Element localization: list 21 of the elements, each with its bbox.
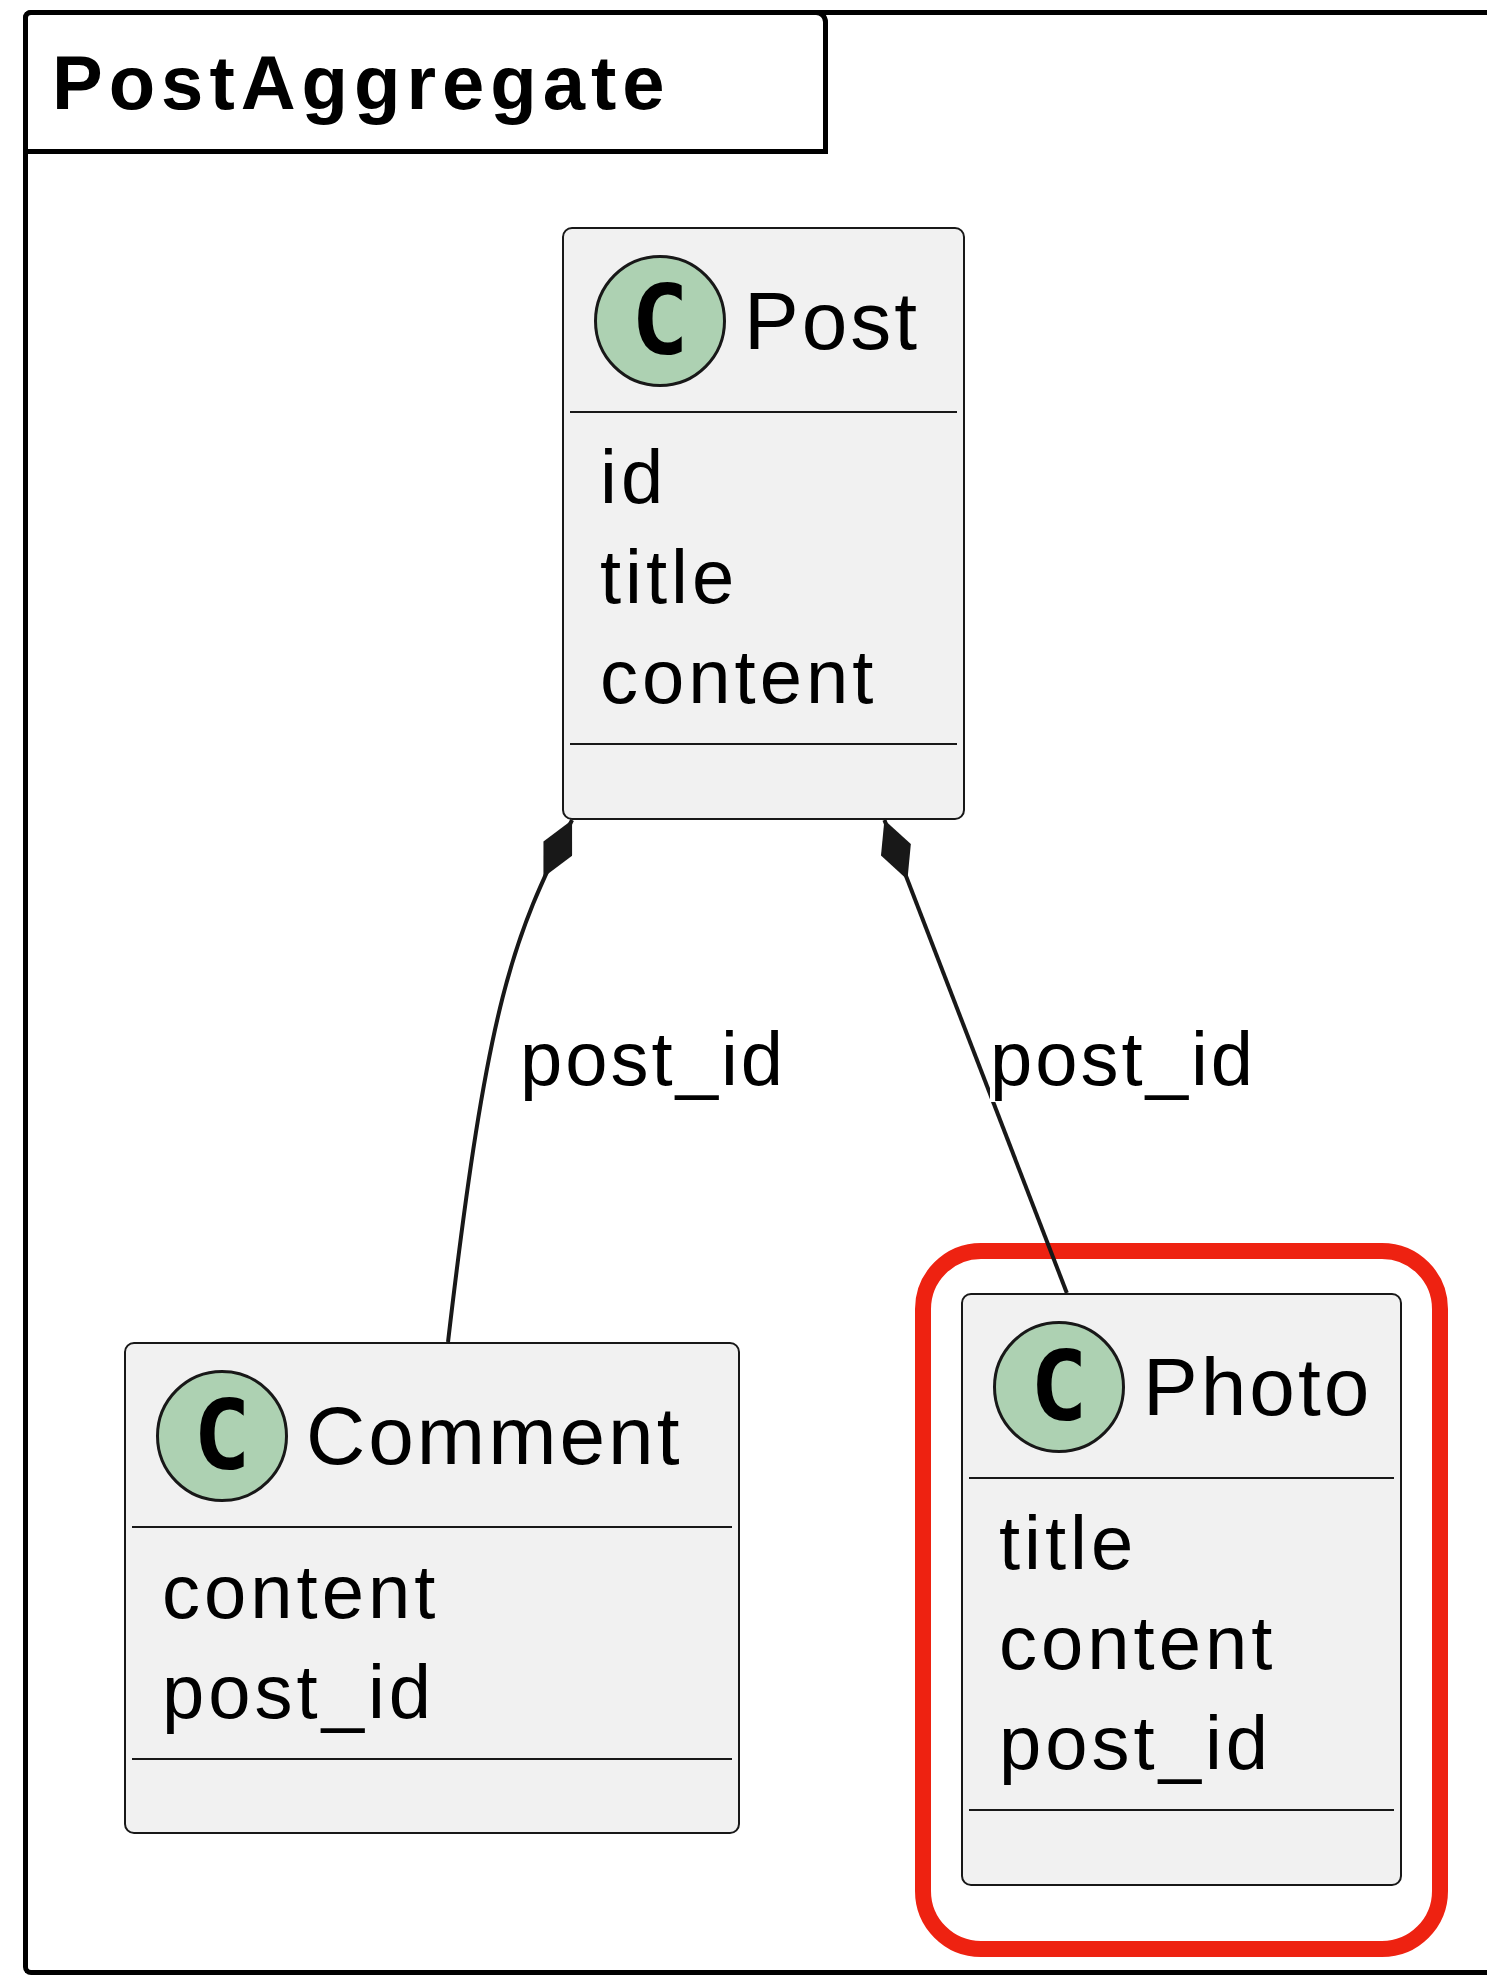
attribute-text: content xyxy=(600,633,879,721)
class-icon: C xyxy=(993,1321,1125,1453)
class-icon: C xyxy=(594,255,726,387)
composition-line xyxy=(881,819,1069,1294)
class-box xyxy=(124,1342,740,1834)
class-box xyxy=(562,227,965,820)
composition-line xyxy=(446,819,574,1343)
attribute-text: post_id xyxy=(162,1648,437,1736)
attribute-text: content xyxy=(999,1599,1278,1687)
attribute-text: content xyxy=(162,1548,441,1636)
class-box xyxy=(961,1293,1402,1886)
package-frame xyxy=(23,10,1487,1975)
class-icon: C xyxy=(156,1370,288,1502)
attribute-text: post_id xyxy=(999,1699,1274,1787)
package-title: PostAggregate xyxy=(52,38,671,126)
attribute-text: title xyxy=(999,1499,1139,1587)
attribute-text: title xyxy=(600,533,740,621)
class-name: Comment xyxy=(306,1389,683,1483)
attribute-text: id xyxy=(600,433,669,521)
class-name: Post xyxy=(744,274,921,368)
class-name: Photo xyxy=(1143,1340,1373,1434)
